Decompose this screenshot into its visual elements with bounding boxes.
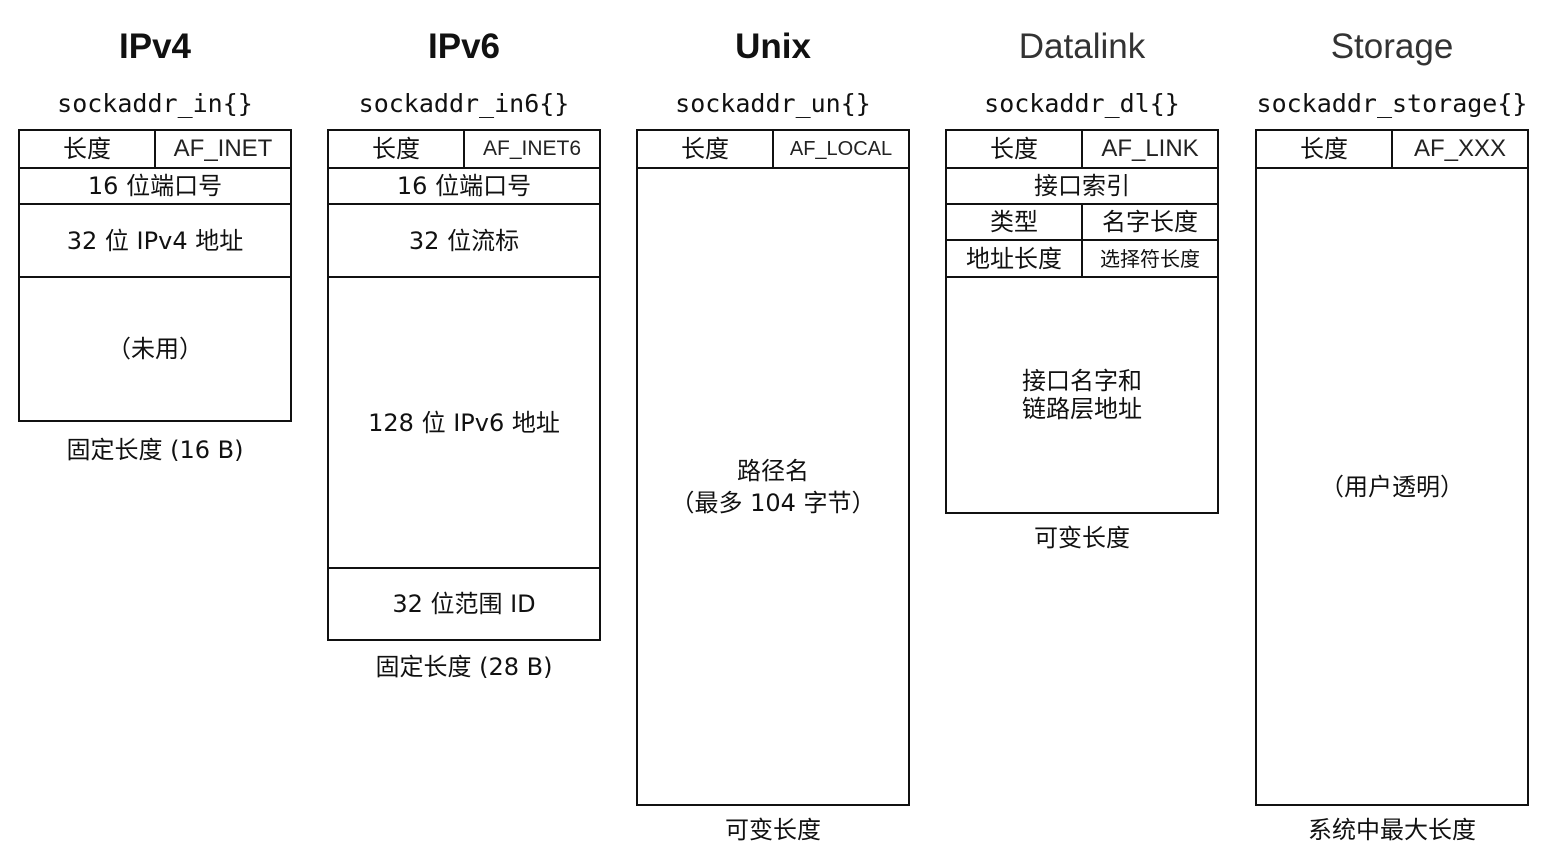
size-caption: 可变长度: [1034, 524, 1130, 552]
struct-diagram: 长度 AF_INET6 16 位端口号 32 位流标 128 位 IPv6 地址…: [327, 129, 601, 641]
scope-id-field: 32 位范围 ID: [392, 590, 536, 618]
column-title: Datalink: [1018, 27, 1146, 66]
struct-name: sockaddr_in{}: [57, 89, 253, 118]
name-and-address-field: 接口名字和 链路层地址: [1022, 367, 1142, 423]
length-field: 长度: [947, 131, 1083, 167]
struct-name: sockaddr_in6{}: [358, 89, 570, 118]
length-field: 长度: [1257, 131, 1393, 167]
struct-diagram: 长度 AF_XXX （用户透明）: [1255, 129, 1529, 806]
selector-length-field: 选择符长度: [1100, 246, 1200, 271]
size-caption: 系统中最大长度: [1308, 816, 1476, 844]
family-field: AF_LINK: [1101, 135, 1199, 162]
size-caption: 可变长度: [725, 816, 821, 844]
type-field: 类型: [947, 205, 1083, 239]
name-length-field: 名字长度: [1102, 208, 1198, 236]
column-title: IPv4: [119, 27, 191, 66]
size-caption: 固定长度 (28 B): [375, 653, 553, 681]
length-field: 长度: [329, 131, 465, 167]
length-field: 长度: [638, 131, 774, 167]
family-field: AF_XXX: [1413, 135, 1507, 162]
column-title: IPv6: [428, 27, 500, 66]
path-field: 路径名 （最多 104 字节）: [670, 456, 876, 517]
family-field: AF_INET: [173, 135, 273, 162]
struct-name: sockaddr_dl{}: [984, 89, 1180, 118]
length-field: 长度: [20, 131, 156, 167]
struct-diagram: 长度 AF_LINK 接口索引 类型 名字长度 地址长度 选择符长度 接口名字和…: [945, 129, 1219, 514]
struct-diagram: 长度 AF_LOCAL 路径名 （最多 104 字节）: [636, 129, 910, 806]
struct-diagram: 长度 AF_INET 16 位端口号 32 位 IPv4 地址 （未用）: [18, 129, 292, 422]
struct-name: sockaddr_storage{}: [1256, 89, 1528, 118]
unused-field: （未用）: [107, 335, 203, 363]
struct-name: sockaddr_un{}: [675, 89, 871, 118]
port-field: 16 位端口号: [396, 172, 532, 200]
flow-label-field: 32 位流标: [408, 226, 520, 255]
column-title: Unix: [735, 27, 811, 66]
opaque-field: （用户透明）: [1320, 472, 1464, 501]
port-field: 16 位端口号: [87, 172, 223, 200]
address-field: 32 位 IPv4 地址: [66, 226, 244, 255]
family-field: AF_LOCAL: [789, 138, 893, 160]
size-caption: 固定长度 (16 B): [66, 436, 244, 464]
column-title: Storage: [1330, 27, 1454, 66]
address-length-field: 地址长度: [947, 241, 1083, 276]
address-field: 128 位 IPv6 地址: [368, 408, 560, 437]
interface-index-field: 接口索引: [1034, 172, 1130, 200]
family-field: AF_INET6: [482, 137, 582, 160]
